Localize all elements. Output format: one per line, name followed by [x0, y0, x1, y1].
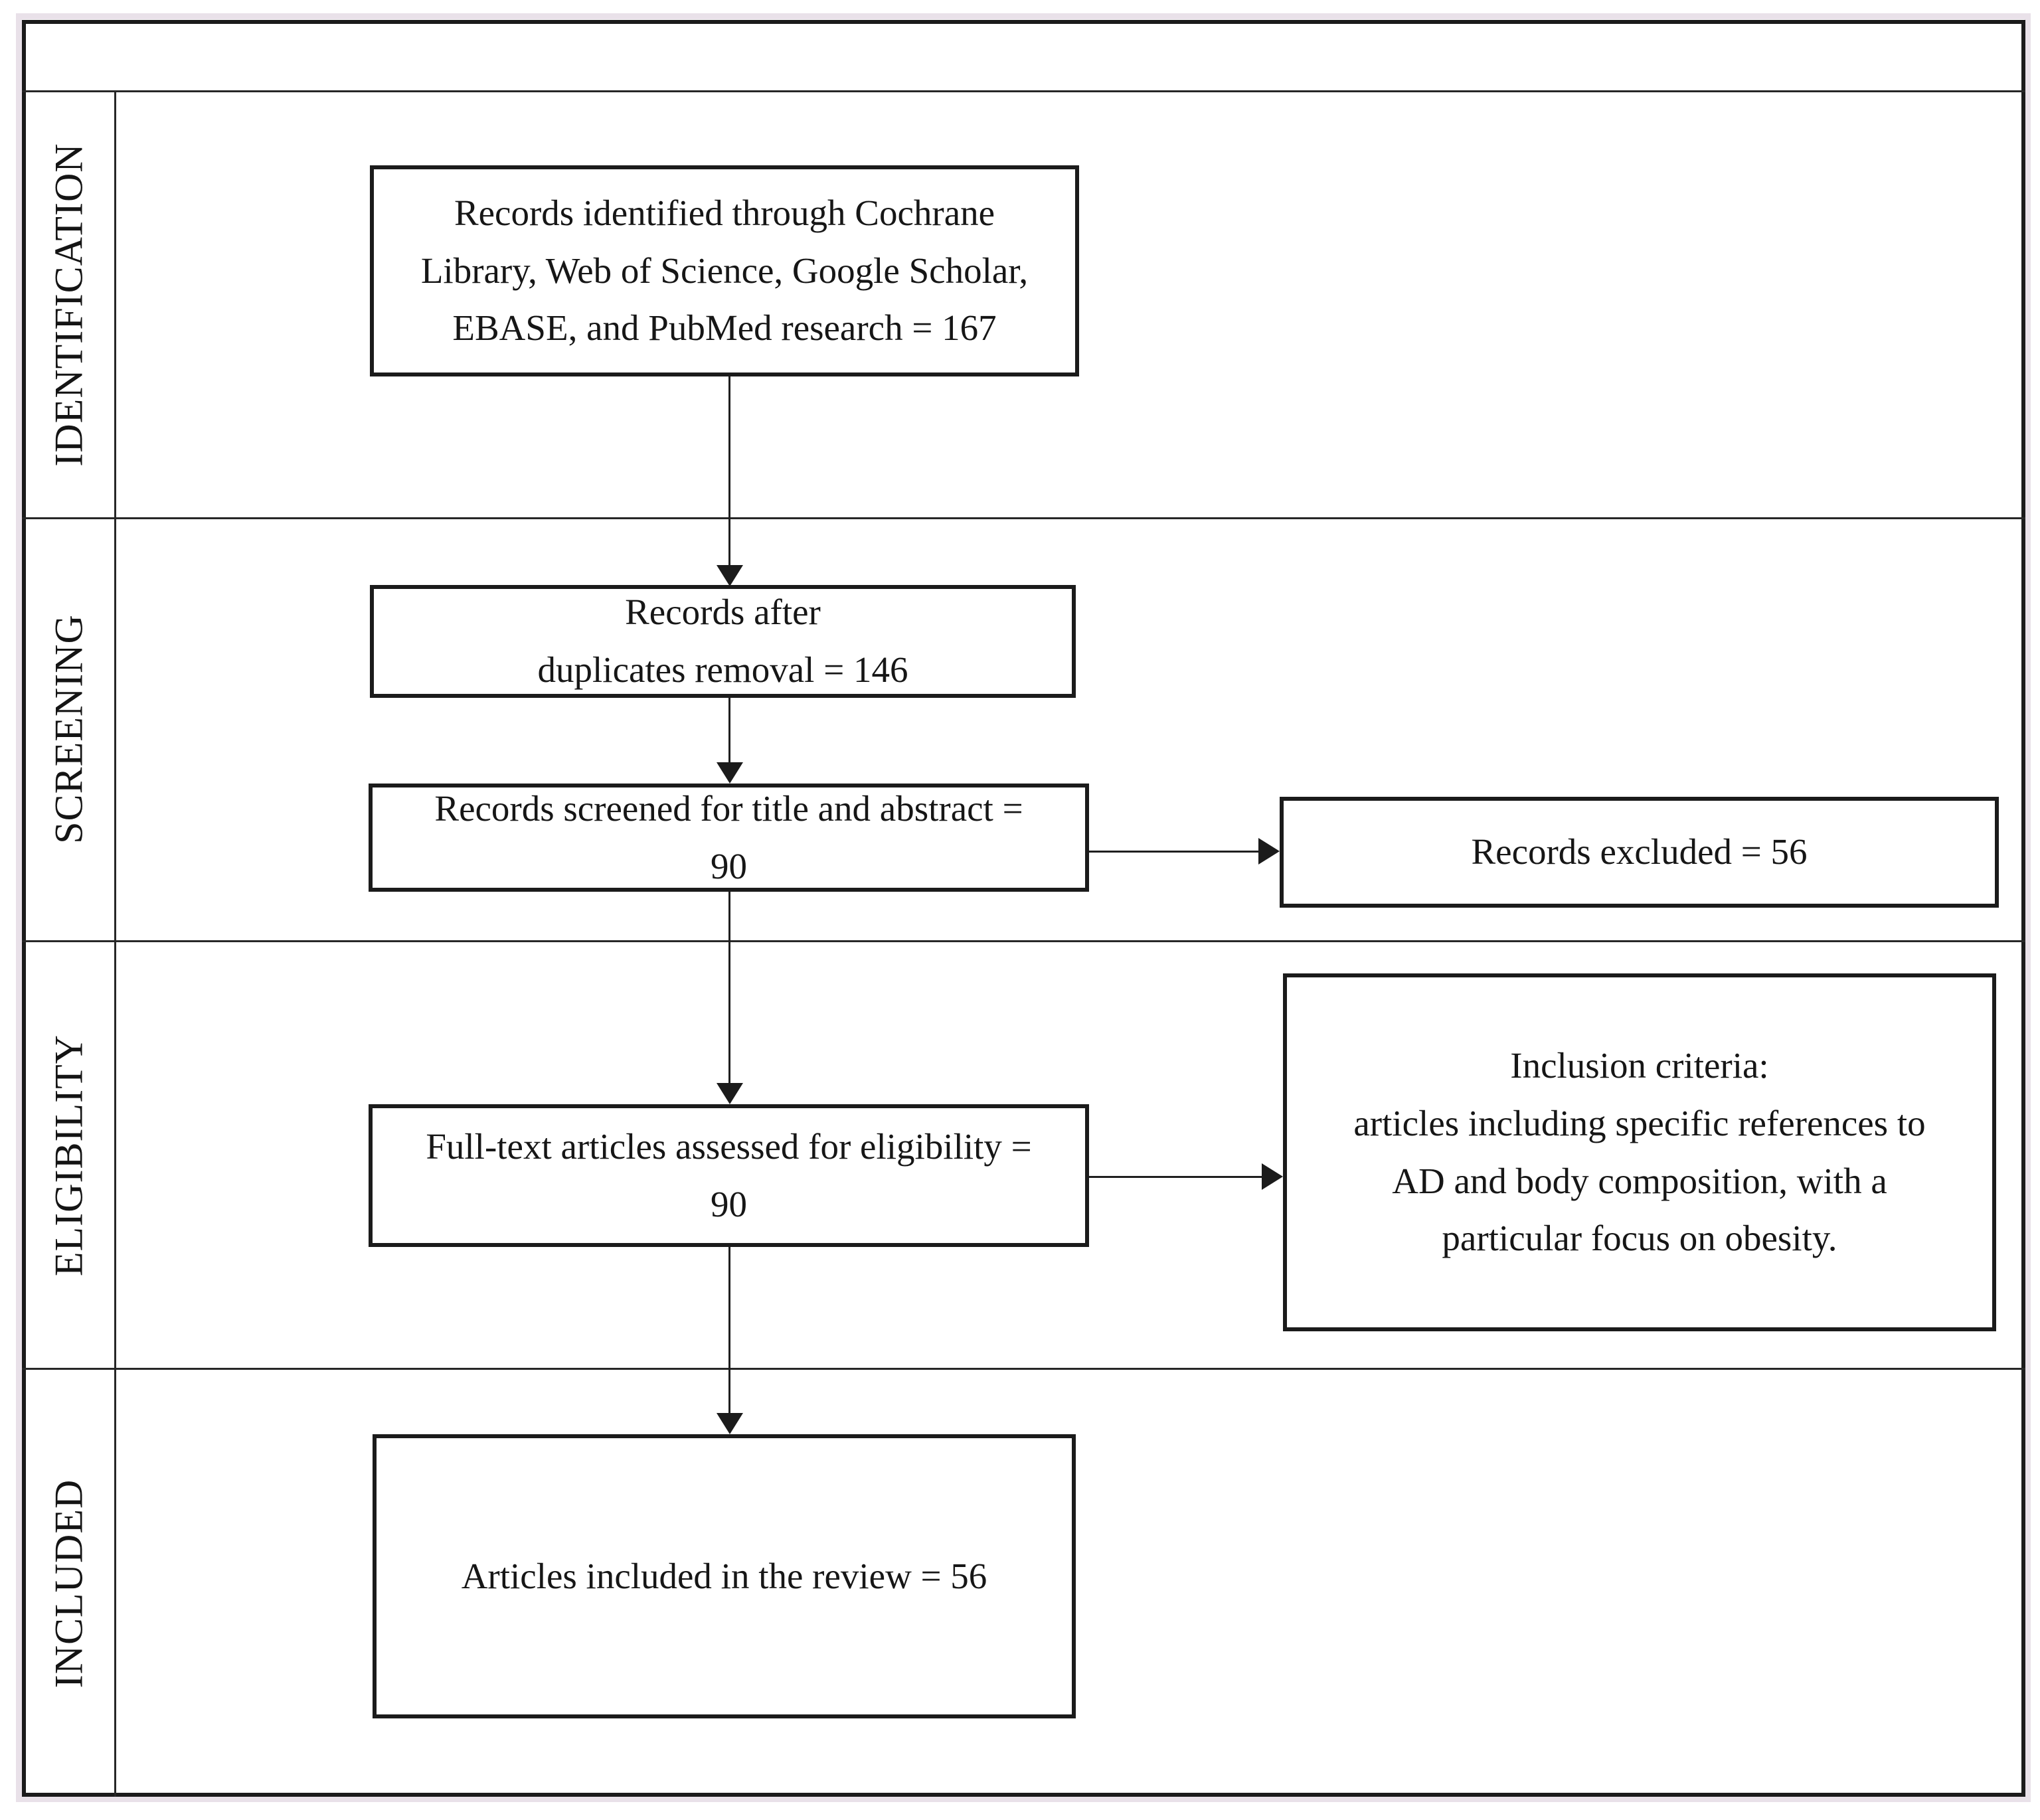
- stage-label-identification: IDENTIFICATION: [46, 143, 91, 467]
- arrow-shaft: [728, 376, 730, 565]
- stage-column-divider: [114, 90, 116, 1797]
- arrow-head-down-icon: [717, 1083, 743, 1104]
- box-articles-included-text: Articles included in the review = 56: [461, 1555, 987, 1596]
- box-articles-included: Articles included in the review = 56: [373, 1434, 1076, 1718]
- box-records-screened-text: Records screened for title and abstract …: [434, 787, 1023, 886]
- arrow-head-right-icon: [1262, 1163, 1283, 1190]
- stage-label-screening: SCREENING: [46, 614, 91, 844]
- box-records-after-duplicates-text: Records after duplicates removal = 146: [537, 592, 908, 690]
- arrow-shaft: [728, 698, 730, 764]
- arrow-shaft: [1089, 851, 1260, 853]
- box-records-identified-text: Records identified through Cochrane Libr…: [420, 192, 1029, 349]
- box-fulltext-assessed: Full-text articles assessed for eligibil…: [369, 1104, 1089, 1247]
- top-strip-divider: [22, 90, 2025, 92]
- arrow-head-down-icon: [717, 565, 743, 586]
- box-records-after-duplicates: Records after duplicates removal = 146: [370, 585, 1076, 698]
- box-inclusion-criteria: Inclusion criteria: articles including s…: [1283, 973, 1996, 1331]
- arrow-head-down-icon: [717, 762, 743, 784]
- row-divider-eligibility-included: [22, 1368, 2025, 1370]
- box-inclusion-criteria-text: Inclusion criteria: articles including s…: [1353, 1044, 1926, 1259]
- arrow-shaft: [728, 892, 730, 1084]
- arrow-head-right-icon: [1258, 838, 1280, 865]
- box-records-identified: Records identified through Cochrane Libr…: [370, 165, 1079, 376]
- row-divider-screening-eligibility: [22, 940, 2025, 942]
- box-records-excluded: Records excluded = 56: [1280, 797, 1999, 908]
- box-records-screened: Records screened for title and abstract …: [369, 784, 1089, 892]
- box-fulltext-assessed-text: Full-text articles assessed for eligibil…: [426, 1125, 1032, 1224]
- stage-label-eligibility: ELIGIBILITY: [46, 1034, 91, 1277]
- stage-label-included: INCLUDED: [46, 1479, 91, 1689]
- arrow-head-down-icon: [717, 1413, 743, 1434]
- frame-accent-outline: [16, 13, 2031, 1802]
- row-divider-identification-screening: [22, 517, 2025, 519]
- box-records-excluded-text: Records excluded = 56: [1471, 831, 1808, 872]
- arrow-shaft: [1089, 1176, 1262, 1178]
- outer-border: [22, 20, 2025, 1797]
- arrow-shaft: [728, 1247, 730, 1414]
